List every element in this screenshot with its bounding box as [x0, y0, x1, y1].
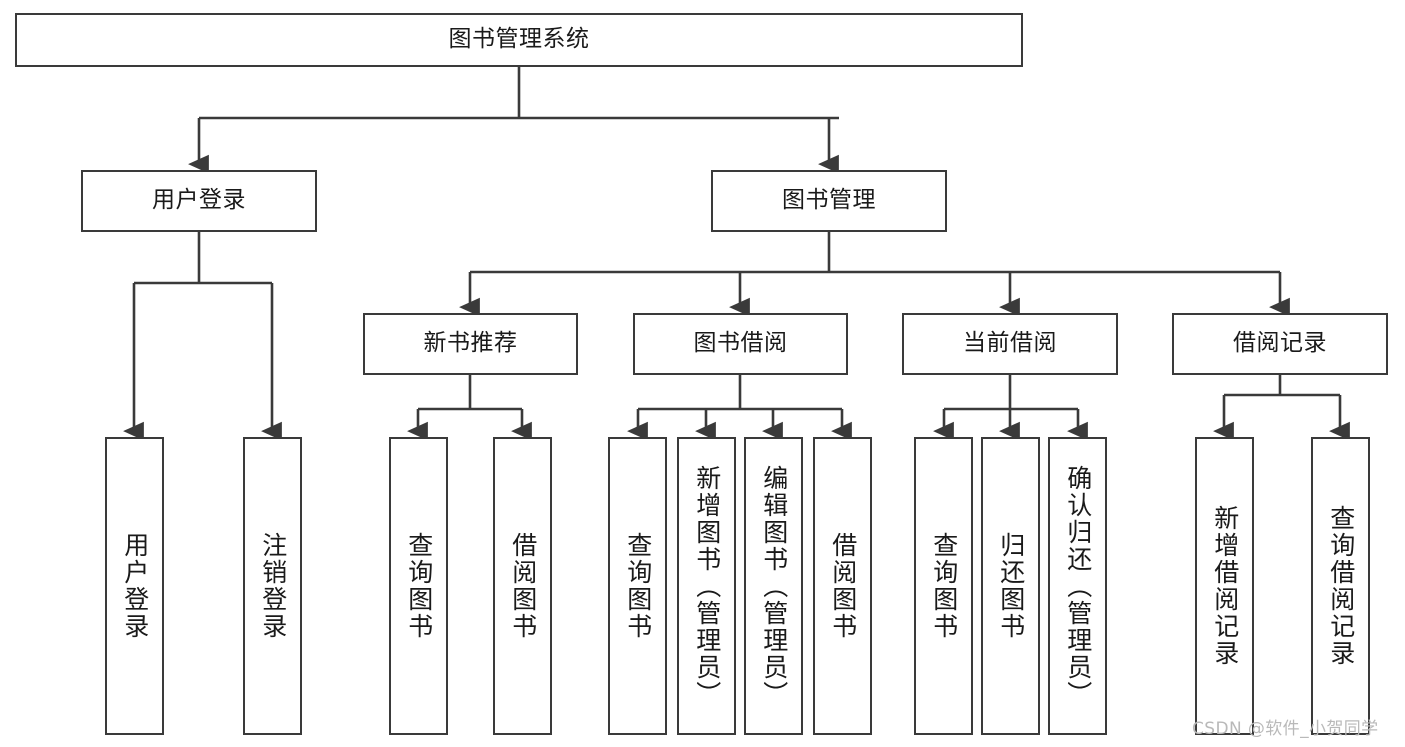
node-label: 新增图书（管理员） [692, 464, 722, 708]
leaf-logout-login[interactable]: 注销登录 [243, 437, 302, 735]
node-root-system[interactable]: 图书管理系统 [15, 13, 1023, 67]
leaf-user-login[interactable]: 用户登录 [105, 437, 164, 735]
leaf-return-book[interactable]: 归还图书 [981, 437, 1040, 735]
leaf-edit-book-admin[interactable]: 编辑图书（管理员） [744, 437, 803, 735]
leaf-borrow-book-2[interactable]: 借阅图书 [813, 437, 872, 735]
leaf-query-book-2[interactable]: 查询图书 [608, 437, 667, 735]
node-book-borrow[interactable]: 图书借阅 [633, 313, 848, 375]
node-label: 新书推荐 [423, 330, 518, 357]
node-label: 用户登录 [152, 187, 246, 214]
node-label: 查询图书 [929, 532, 959, 640]
leaf-confirm-return-admin[interactable]: 确认归还（管理员） [1048, 437, 1107, 735]
node-label: 图书管理 [782, 187, 876, 214]
node-label: 当前借阅 [963, 330, 1057, 357]
node-book-management[interactable]: 图书管理 [711, 170, 947, 232]
node-label: 用户登录 [120, 532, 150, 640]
node-borrow-record[interactable]: 借阅记录 [1172, 313, 1388, 375]
node-label: 编辑图书（管理员） [759, 464, 789, 708]
node-label: 注销登录 [258, 532, 288, 640]
node-label: 查询图书 [623, 532, 653, 640]
leaf-borrow-book-1[interactable]: 借阅图书 [493, 437, 552, 735]
node-label: 借阅记录 [1233, 330, 1327, 357]
node-label: 借阅图书 [828, 532, 858, 640]
leaf-query-borrow-record[interactable]: 查询借阅记录 [1311, 437, 1370, 735]
leaf-add-borrow-record[interactable]: 新增借阅记录 [1195, 437, 1254, 735]
leaf-add-book-admin[interactable]: 新增图书（管理员） [677, 437, 736, 735]
node-current-borrow[interactable]: 当前借阅 [902, 313, 1118, 375]
leaf-query-book-3[interactable]: 查询图书 [914, 437, 973, 735]
node-new-book-recommend[interactable]: 新书推荐 [363, 313, 578, 375]
node-label: 图书借阅 [693, 330, 788, 357]
node-label: 借阅图书 [508, 532, 538, 640]
node-user-login[interactable]: 用户登录 [81, 170, 317, 232]
node-label: 确认归还（管理员） [1063, 464, 1093, 708]
csdn-watermark: CSDN @软件_小贺同学 [1192, 719, 1379, 739]
node-label: 查询图书 [404, 532, 434, 640]
node-label: 查询借阅记录 [1326, 505, 1356, 667]
node-label: 新增借阅记录 [1210, 505, 1240, 667]
node-label: 归还图书 [996, 532, 1026, 640]
leaf-query-book-1[interactable]: 查询图书 [389, 437, 448, 735]
node-label: 图书管理系统 [448, 26, 590, 53]
